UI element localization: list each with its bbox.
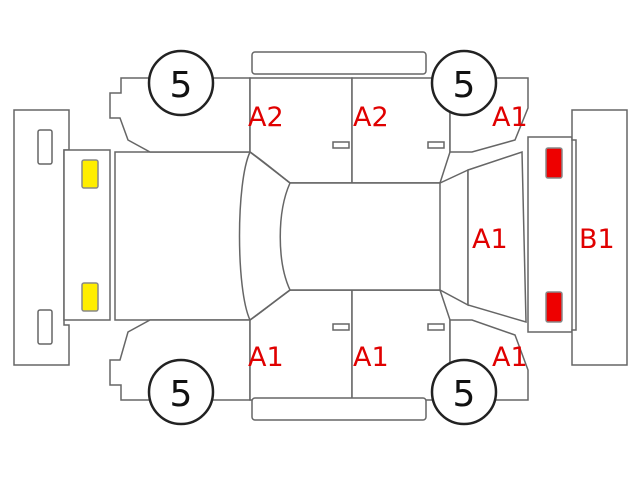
- tire-front-left-label: 5: [453, 65, 476, 106]
- tire-front-left: 5: [430, 49, 498, 117]
- damage-code-front-door-bottom: A1: [353, 342, 389, 373]
- door-handle-front-top: [427, 141, 445, 149]
- taillight-top: [81, 159, 99, 189]
- rear-pillar-bottom: [249, 289, 291, 321]
- rear-bumper: [13, 109, 70, 366]
- trunk-lid: [114, 151, 252, 321]
- tire-front-right: 5: [430, 358, 498, 426]
- rear-bumper-slot-bottom: [37, 309, 53, 345]
- tire-rear-left-label: 5: [170, 65, 193, 106]
- tire-rear-right-label: 5: [170, 374, 193, 415]
- damage-code-windshield: A1: [472, 224, 508, 255]
- rear-bumper-slot-top: [37, 129, 53, 165]
- door-handle-rear-top: [332, 141, 350, 149]
- damage-code-front-bumper: B1: [579, 224, 615, 255]
- headlight-top: [545, 147, 563, 179]
- headlight-bottom: [545, 291, 563, 323]
- roof-cabin: [238, 150, 469, 322]
- tire-rear-right: 5: [147, 358, 215, 426]
- damage-code-front-door-top: A2: [353, 102, 389, 133]
- front-panel: [527, 136, 573, 333]
- side-step-top: [251, 51, 427, 75]
- rear-pillar-top: [249, 151, 291, 184]
- taillight-bottom: [81, 282, 99, 312]
- damage-code-rear-door-top: A2: [248, 102, 284, 133]
- damage-code-front-fender-top: A1: [492, 102, 528, 133]
- door-handle-front-bottom: [427, 323, 445, 331]
- front-bumper: [571, 109, 628, 366]
- door-handle-rear-bottom: [332, 323, 350, 331]
- side-step-bottom: [251, 397, 427, 421]
- tail-panel: [63, 149, 111, 321]
- tire-front-right-label: 5: [453, 374, 476, 415]
- damage-code-front-fender-bottom: A1: [492, 342, 528, 373]
- damage-code-rear-door-bottom: A1: [248, 342, 284, 373]
- windshield: [467, 150, 527, 324]
- roof: [279, 182, 441, 291]
- tire-rear-left: 5: [147, 49, 215, 117]
